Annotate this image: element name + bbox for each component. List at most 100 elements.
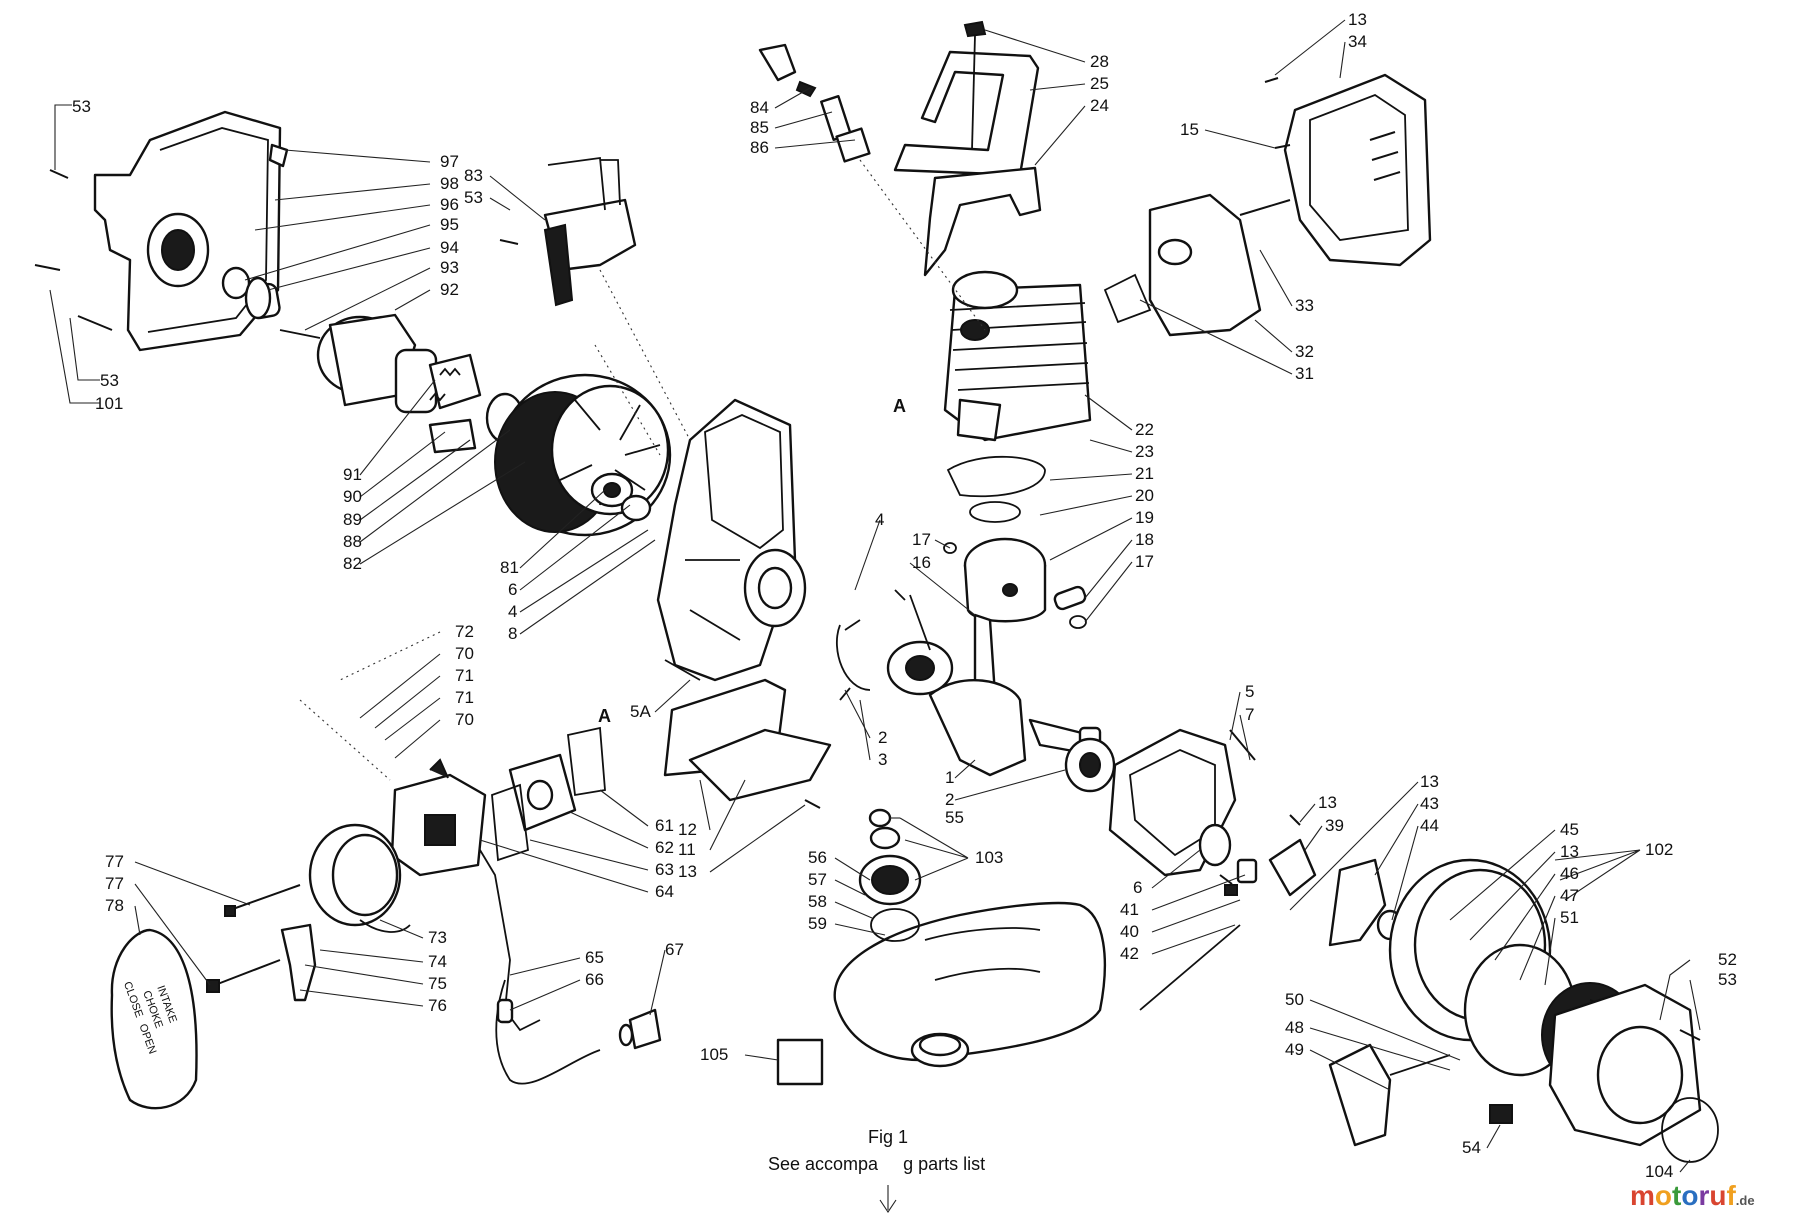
heat-shield-part (663, 678, 832, 809)
callout-7: 7 (1245, 705, 1254, 724)
watermark: motoruf.de (1630, 1180, 1755, 1211)
callout-77: 77 (105, 852, 124, 871)
callout-42: 42 (1120, 944, 1139, 963)
crankcase-half-part (656, 398, 807, 682)
watermark-suffix: .de (1736, 1193, 1755, 1208)
callout-13: 13 (1420, 772, 1439, 791)
watermark-letter: f (1726, 1180, 1736, 1211)
callout-32: 32 (1295, 342, 1314, 361)
callout-93: 93 (440, 258, 459, 277)
callout-85: 85 (750, 118, 769, 137)
callout-83: 83 (464, 166, 483, 185)
callout-78: 78 (105, 896, 124, 915)
callout-96: 96 (440, 195, 459, 214)
callout-6: 6 (508, 580, 517, 599)
callout-65: 65 (585, 948, 604, 967)
muffler-part (1103, 73, 1432, 337)
callout-72: 72 (455, 622, 474, 641)
cylinder-gaskets-part (946, 455, 1046, 523)
callout-40: 40 (1120, 922, 1139, 941)
callout-33: 33 (1295, 296, 1314, 315)
callout-8: 8 (508, 624, 517, 643)
callout-82: 82 (343, 554, 362, 573)
piston-part (943, 537, 1087, 629)
callout-97: 97 (440, 152, 459, 171)
callout-81: 81 (500, 558, 519, 577)
callout-50: 50 (1285, 990, 1304, 1009)
callout-67: 67 (665, 940, 684, 959)
callout-5: 5 (1245, 682, 1254, 701)
callout-23: 23 (1135, 442, 1154, 461)
callout-25: 25 (1090, 74, 1109, 93)
callout-2: 2 (878, 728, 887, 747)
callout-22: 22 (1135, 420, 1154, 439)
watermark-letter: m (1630, 1180, 1655, 1211)
callout-105: 105 (700, 1045, 728, 1064)
callout-19: 19 (1135, 508, 1154, 527)
shield-bracket-part (893, 20, 1042, 277)
flywheel-part (494, 373, 672, 537)
figure-subcaption: See accompa g parts list (768, 1154, 985, 1174)
callout-63: 63 (655, 860, 674, 879)
crankcase-part (1064, 728, 1256, 877)
callout-91: 91 (343, 465, 362, 484)
callout-54: 54 (1462, 1138, 1481, 1157)
callout-3: 3 (878, 750, 887, 769)
clutch-assembly-part (279, 313, 525, 454)
watermark-letter: o (1655, 1180, 1672, 1211)
svg-text:motoruf.de: motoruf.de (1630, 1180, 1755, 1211)
callout-53: 53 (72, 97, 91, 116)
callout-70: 70 (455, 644, 474, 663)
ignition-coil-part (499, 156, 637, 307)
callout-39: 39 (1325, 816, 1344, 835)
callout-2: 2 (945, 790, 954, 809)
callout-76: 76 (428, 996, 447, 1015)
figure-caption: Fig 1 (868, 1127, 908, 1147)
callout-11: 11 (678, 840, 696, 859)
callout-48: 48 (1285, 1018, 1304, 1037)
callout-53: 53 (100, 371, 119, 390)
callout-4: 4 (508, 602, 517, 621)
callout-98: 98 (440, 174, 459, 193)
callout-13: 13 (1560, 842, 1579, 861)
callout-89: 89 (343, 510, 362, 529)
callout-6: 6 (1133, 878, 1142, 897)
callout-66: 66 (585, 970, 604, 989)
callout-18: 18 (1135, 530, 1154, 549)
callout-74: 74 (428, 952, 447, 971)
callout-58: 58 (808, 892, 827, 911)
seal-retainer-part (835, 589, 931, 701)
callout-17: 17 (1135, 552, 1154, 571)
callout-17: 17 (912, 530, 931, 549)
callout-95: 95 (440, 215, 459, 234)
watermark-letter: r (1698, 1180, 1709, 1211)
callout-61: 61 (655, 816, 674, 835)
callout-21: 21 (1135, 464, 1154, 483)
crankshaft-part (886, 613, 1102, 777)
callout-43: 43 (1420, 794, 1439, 813)
callout-13: 13 (1318, 793, 1337, 812)
choke-lever-part (280, 923, 317, 1002)
callout-A: A (598, 706, 611, 726)
callout-71: 71 (455, 688, 474, 707)
callout-1: 1 (945, 768, 954, 787)
callout-90: 90 (343, 487, 362, 506)
watermark-letter: u (1709, 1180, 1726, 1211)
callout-104: 104 (1645, 1162, 1673, 1181)
watermark-letter: t (1672, 1180, 1681, 1211)
callout-52: 52 (1718, 950, 1737, 969)
spark-plug-part (758, 43, 871, 163)
callout-A: A (893, 396, 906, 416)
callout-41: 41 (1120, 900, 1139, 919)
callout-103: 103 (975, 848, 1003, 867)
callout-84: 84 (750, 98, 769, 117)
callout-94: 94 (440, 238, 459, 257)
callout-73: 73 (428, 928, 447, 947)
filter-screws-part (206, 884, 301, 993)
air-filter-part (110, 823, 411, 1110)
callout-101: 101 (95, 394, 123, 413)
ignition-bracket-part (1139, 814, 1317, 1011)
callout-56: 56 (808, 848, 827, 867)
fuel-tank-part (833, 808, 1107, 1068)
